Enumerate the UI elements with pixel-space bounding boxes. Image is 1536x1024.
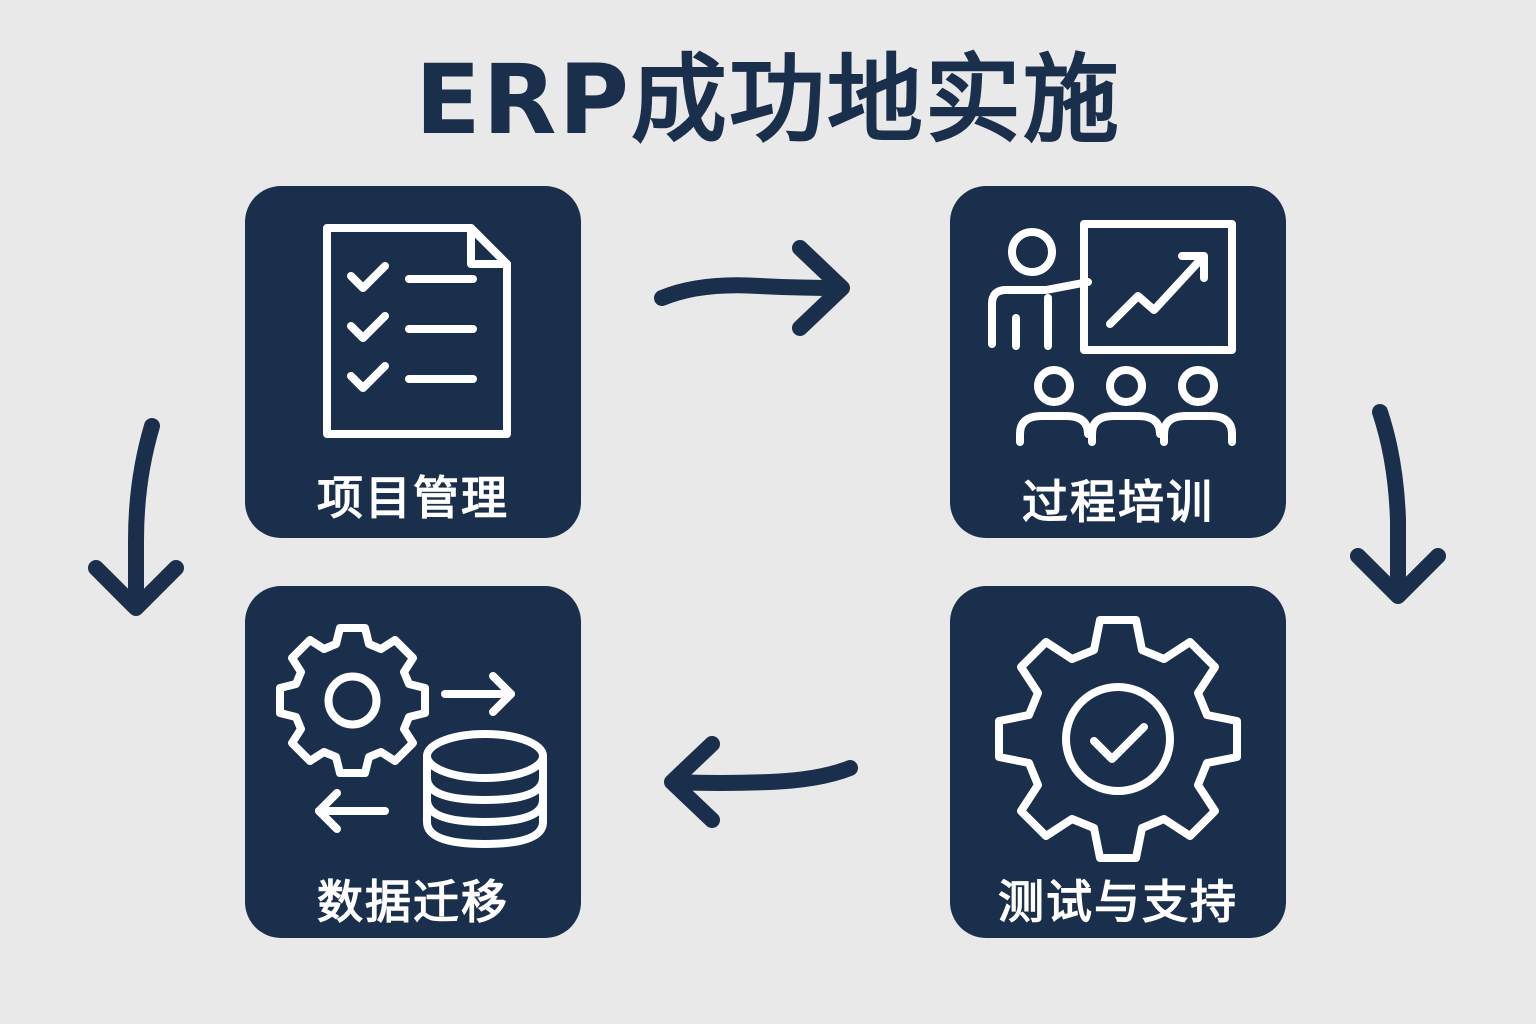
step-card-project-management: 项目管理 xyxy=(245,186,581,538)
arrow-right-icon xyxy=(654,240,850,336)
step-card-testing-support: 测试与支持 xyxy=(950,586,1286,938)
step-card-process-training: 过程培训 xyxy=(950,186,1286,538)
step-card-data-migration: 数据迁移 xyxy=(245,586,581,938)
arrow-down-right-icon xyxy=(1350,404,1446,604)
step-label-testing-support: 测试与支持 xyxy=(998,875,1238,929)
checklist-document-icon xyxy=(323,224,511,438)
step-label-data-migration: 数据迁移 xyxy=(317,875,509,929)
arrow-left-icon xyxy=(664,736,858,828)
gear-check-icon xyxy=(995,616,1241,862)
step-label-process-training: 过程培训 xyxy=(1022,475,1214,529)
page-title: ERP成功地实施 xyxy=(415,44,1121,156)
arrow-down-left-icon xyxy=(88,418,184,616)
presentation-training-icon xyxy=(988,220,1236,446)
step-label-project-management: 项目管理 xyxy=(317,471,509,525)
gear-database-transfer-icon xyxy=(276,624,547,848)
